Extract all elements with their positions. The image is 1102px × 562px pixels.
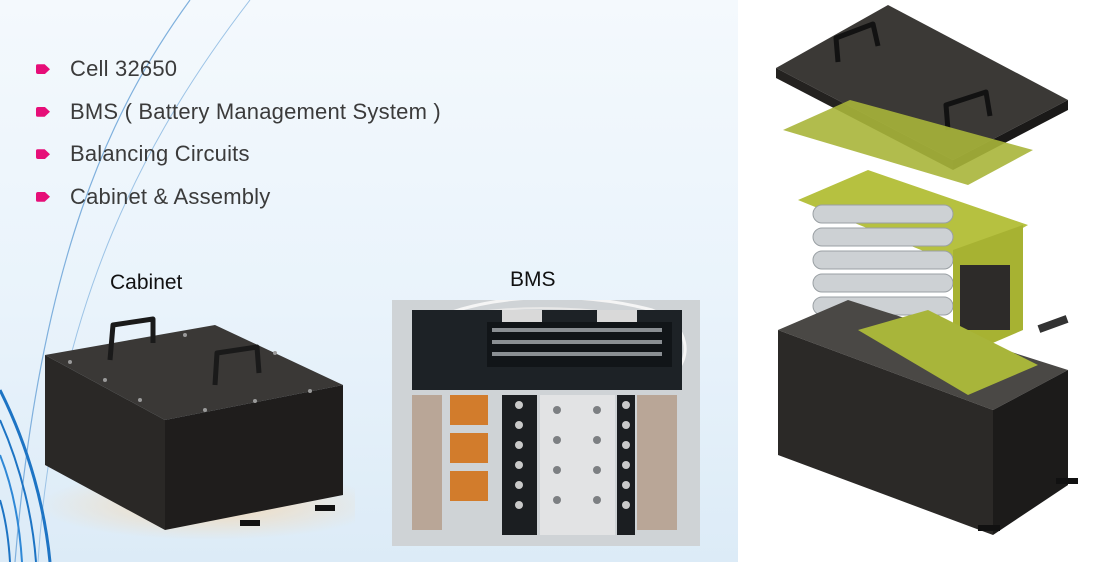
cabinet-photo [40, 316, 355, 540]
assembly-panel [738, 0, 1102, 562]
bms-board-photo [392, 300, 700, 546]
arrow-bullet-icon [36, 149, 50, 160]
bullet-item: Balancing Circuits [36, 133, 441, 176]
arrow-bullet-icon [36, 64, 50, 75]
bullet-item: BMS ( Battery Management System ) [36, 91, 441, 134]
cabinet-caption: Cabinet [110, 271, 183, 294]
feature-bullet-list: Cell 32650 BMS ( Battery Management Syst… [36, 48, 441, 218]
arrow-bullet-icon [36, 191, 50, 202]
bms-caption: BMS [510, 268, 556, 291]
bullet-item: Cell 32650 [36, 48, 441, 91]
bullet-item: Cabinet & Assembly [36, 176, 441, 219]
bullet-text: Cell 32650 [70, 56, 178, 82]
bullet-text: Cabinet & Assembly [70, 183, 271, 209]
bullet-text: BMS ( Battery Management System ) [70, 98, 441, 124]
arrow-bullet-icon [36, 106, 50, 117]
exploded-assembly-render [776, 5, 1078, 535]
bullet-text: Balancing Circuits [70, 141, 250, 167]
